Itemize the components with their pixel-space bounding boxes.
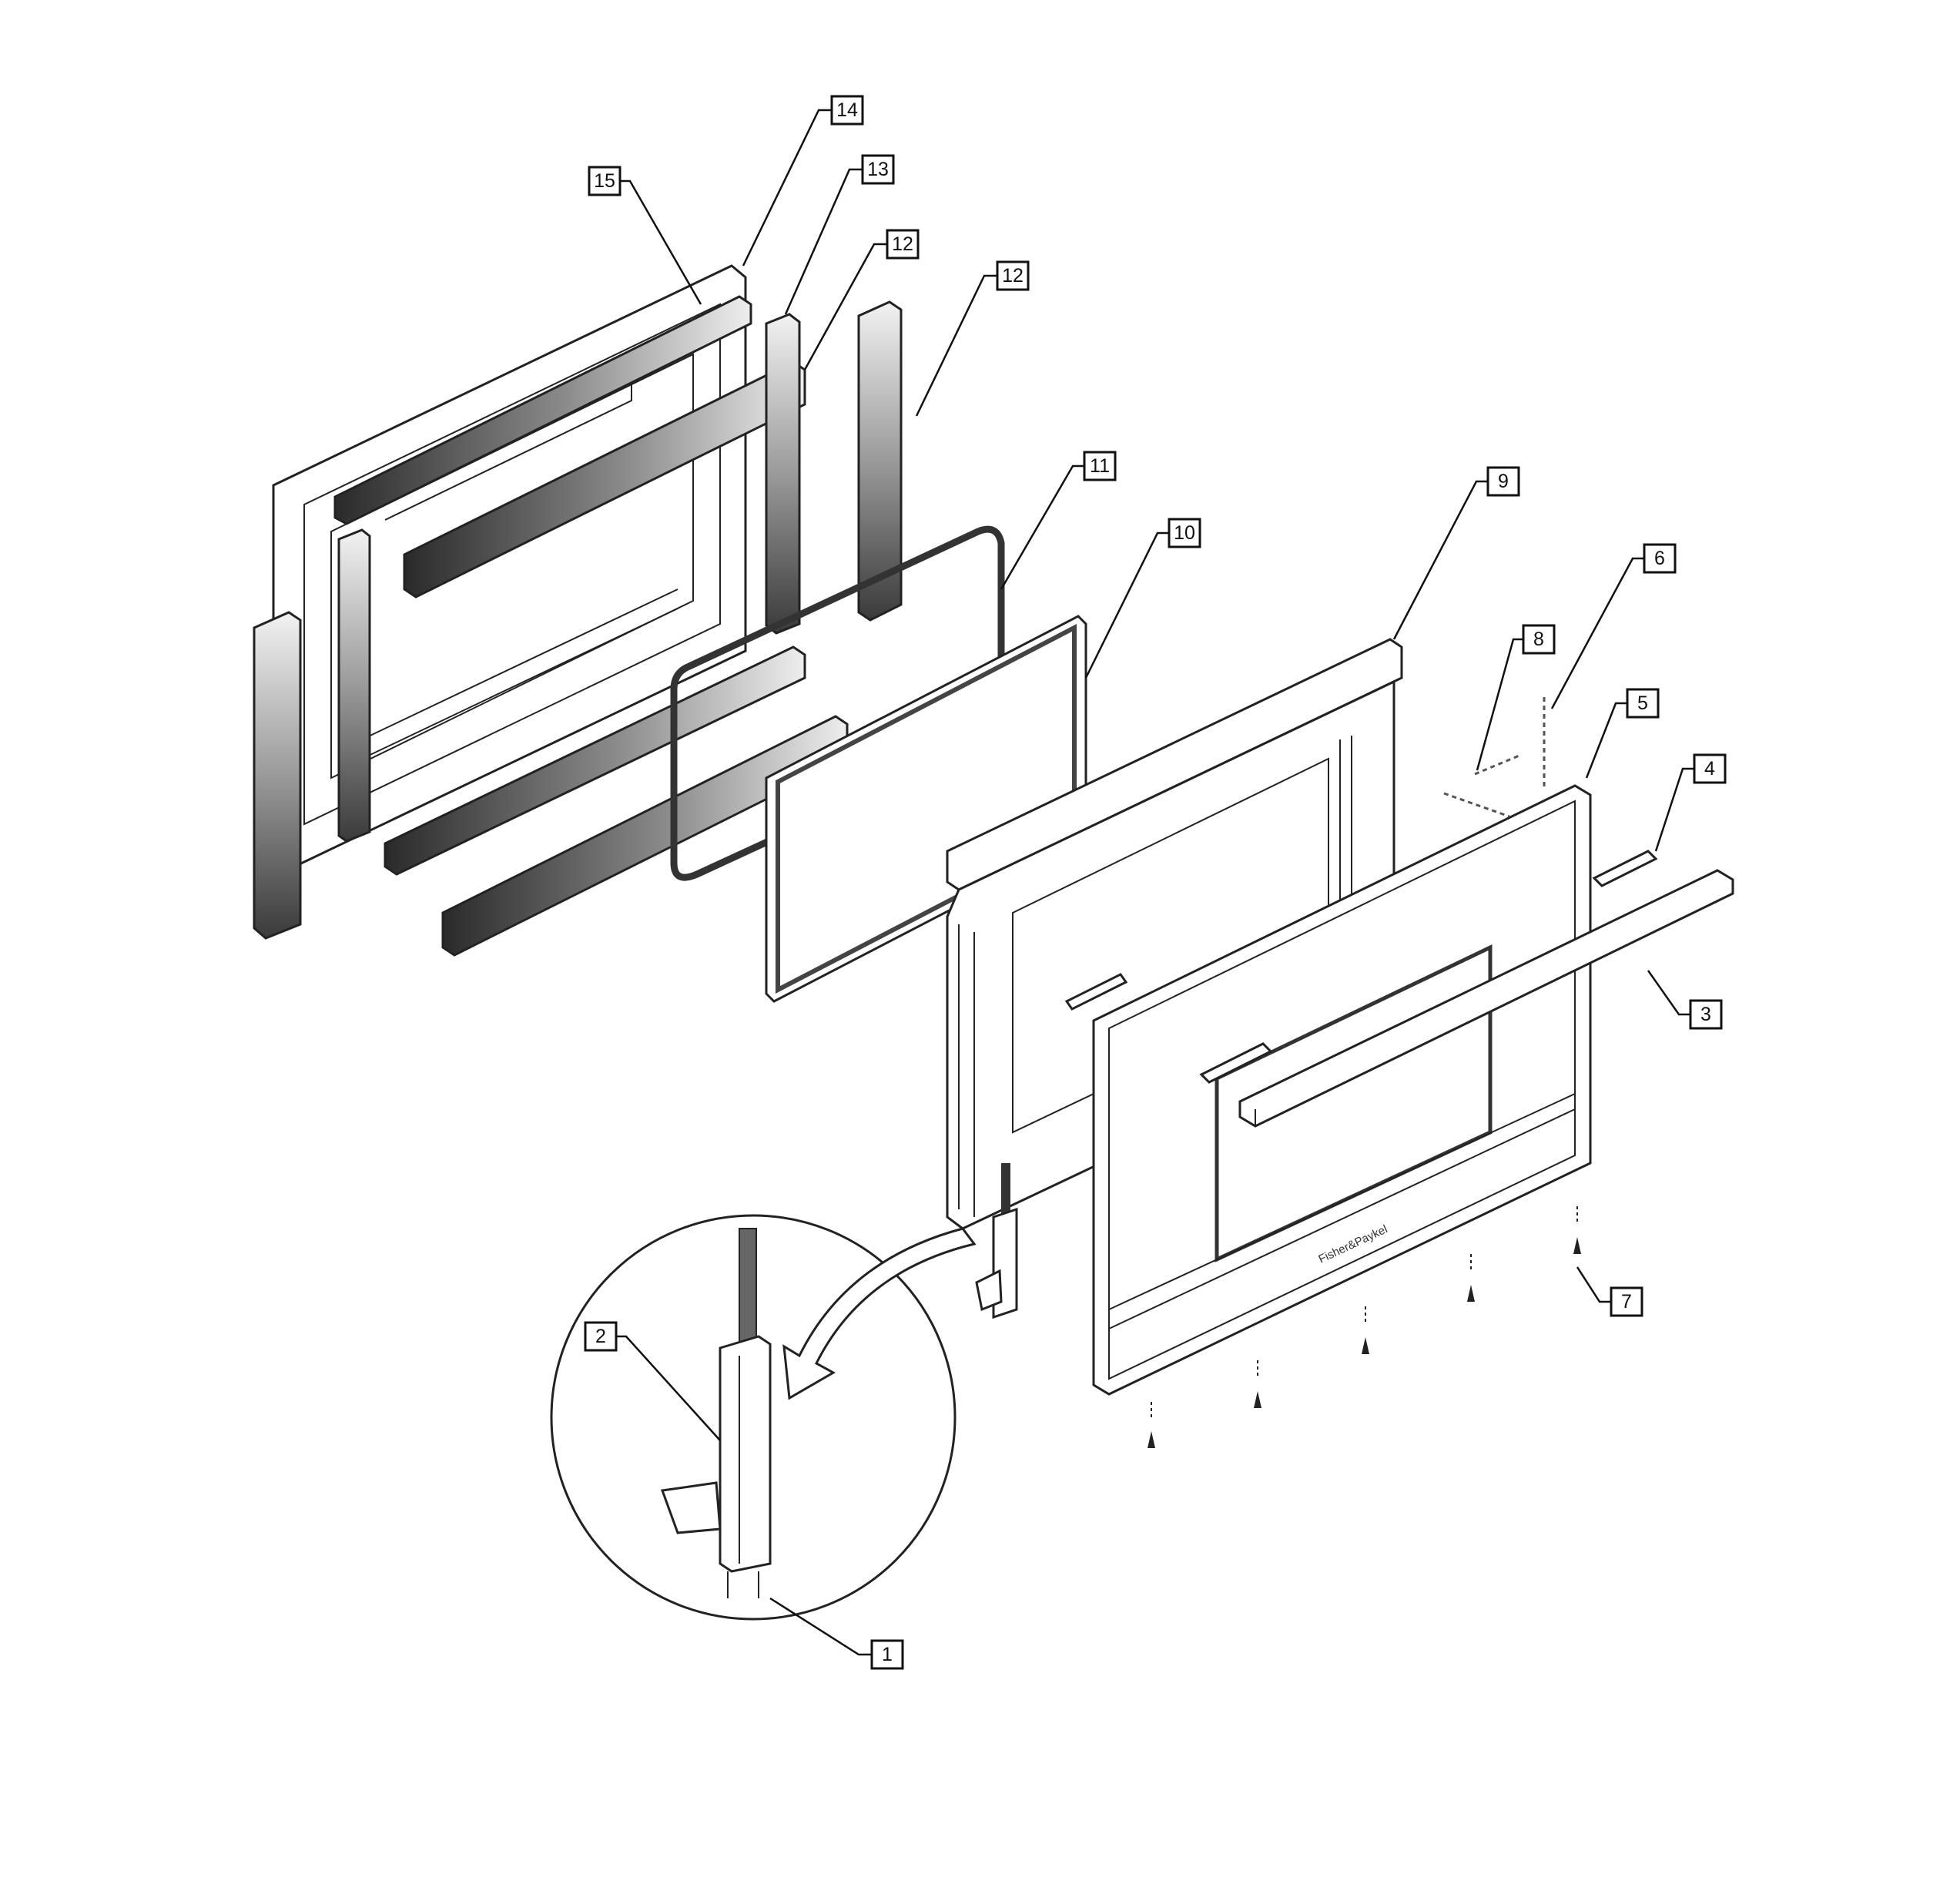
bottom-screws bbox=[1148, 1205, 1581, 1448]
inner-door-frame bbox=[272, 264, 747, 872]
callout-6: 6 bbox=[1643, 543, 1677, 574]
svg-text:13: 13 bbox=[867, 159, 889, 180]
vertical-insulation-bar-13 bbox=[765, 313, 801, 635]
callouts: 14 15 13 12 12 11 10 9 bbox=[584, 95, 1727, 1670]
svg-text:1: 1 bbox=[882, 1644, 893, 1665]
top-screws bbox=[1443, 697, 1546, 818]
callout-9: 9 bbox=[1486, 466, 1520, 497]
hinge-detail-circle bbox=[550, 1214, 957, 1621]
callout-15: 15 bbox=[588, 166, 622, 196]
front-door-fascia: Fisher&Paykel bbox=[1092, 784, 1592, 1396]
svg-text:6: 6 bbox=[1654, 548, 1665, 569]
inner-left-vertical-bar bbox=[337, 528, 371, 843]
svg-text:11: 11 bbox=[1090, 455, 1110, 477]
svg-text:4: 4 bbox=[1704, 758, 1715, 780]
svg-text:14: 14 bbox=[836, 99, 858, 121]
detail-arrow bbox=[782, 1227, 977, 1400]
insulation-bar-lower-1 bbox=[384, 645, 806, 876]
svg-text:9: 9 bbox=[1498, 471, 1509, 492]
callout-1: 1 bbox=[870, 1639, 904, 1670]
door-handle bbox=[1238, 869, 1734, 1128]
svg-text:10: 10 bbox=[1174, 522, 1195, 544]
door-hinge bbox=[975, 1163, 1018, 1319]
handle-bracket-right bbox=[1592, 850, 1658, 887]
svg-text:7: 7 bbox=[1621, 1291, 1632, 1313]
svg-text:12: 12 bbox=[892, 233, 913, 255]
callout-12a: 12 bbox=[886, 229, 920, 260]
callout-11: 11 bbox=[1083, 451, 1117, 481]
svg-text:15: 15 bbox=[594, 170, 615, 192]
callout-13: 13 bbox=[861, 154, 895, 185]
svg-text:2: 2 bbox=[595, 1326, 606, 1347]
callout-2: 2 bbox=[584, 1321, 618, 1352]
svg-text:3: 3 bbox=[1700, 1004, 1711, 1025]
bracket-9-left bbox=[1064, 973, 1128, 1011]
vertical-insulation-bar-12 bbox=[857, 300, 903, 622]
svg-text:5: 5 bbox=[1637, 692, 1648, 714]
callout-14: 14 bbox=[830, 95, 864, 126]
leader-lines bbox=[616, 109, 1694, 1656]
svg-text:8: 8 bbox=[1533, 629, 1544, 650]
handle-bracket-left bbox=[1199, 1042, 1273, 1084]
callout-12b: 12 bbox=[996, 260, 1030, 291]
svg-text:12: 12 bbox=[1002, 265, 1024, 287]
callout-3: 3 bbox=[1689, 999, 1723, 1030]
left-side-trim-bar bbox=[253, 611, 302, 940]
callout-5: 5 bbox=[1626, 688, 1660, 719]
callout-7: 7 bbox=[1610, 1286, 1643, 1317]
callout-8: 8 bbox=[1522, 624, 1556, 655]
callout-10: 10 bbox=[1168, 518, 1201, 548]
callout-4: 4 bbox=[1693, 753, 1727, 784]
frame-top-trim-bar bbox=[333, 295, 752, 525]
